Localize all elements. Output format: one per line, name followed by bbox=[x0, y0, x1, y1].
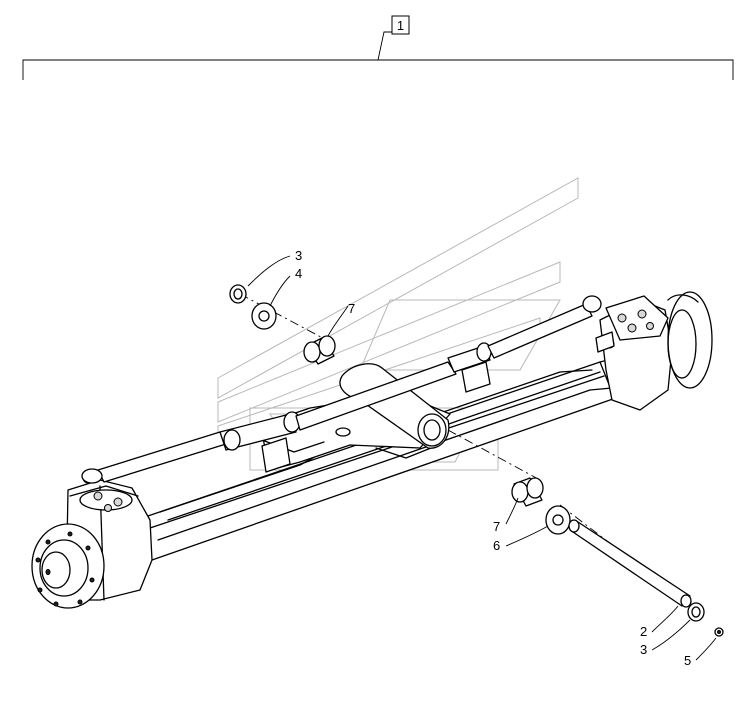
assembly-bracket: 1 bbox=[22, 15, 734, 80]
callout-4-top: 4 bbox=[295, 266, 302, 281]
pivot-pin bbox=[568, 519, 692, 608]
callout-leaders bbox=[247, 255, 717, 661]
grease-fitting bbox=[714, 627, 724, 637]
callout-3-bottom: 3 bbox=[640, 642, 647, 657]
left-hub-bolts bbox=[35, 531, 95, 607]
thrust-washer-lower bbox=[545, 505, 571, 535]
callout-6: 6 bbox=[493, 538, 500, 553]
snap-ring-lower bbox=[687, 602, 705, 622]
callout-2: 2 bbox=[640, 624, 647, 639]
thrust-washer-upper bbox=[251, 302, 277, 330]
steering-tie-rod bbox=[81, 295, 615, 484]
bushing-lower bbox=[511, 477, 544, 507]
snap-ring-upper bbox=[229, 284, 247, 304]
callout-5: 5 bbox=[684, 653, 691, 668]
bushing-upper bbox=[303, 335, 336, 365]
callout-7-top: 7 bbox=[348, 301, 355, 316]
front-axle-housing bbox=[31, 291, 713, 609]
assembly-number: 1 bbox=[397, 18, 404, 33]
callout-3-top: 3 bbox=[295, 248, 302, 263]
callout-labels: 3 4 7 7 6 2 3 5 bbox=[295, 248, 691, 668]
callout-7-bottom: 7 bbox=[493, 519, 500, 534]
